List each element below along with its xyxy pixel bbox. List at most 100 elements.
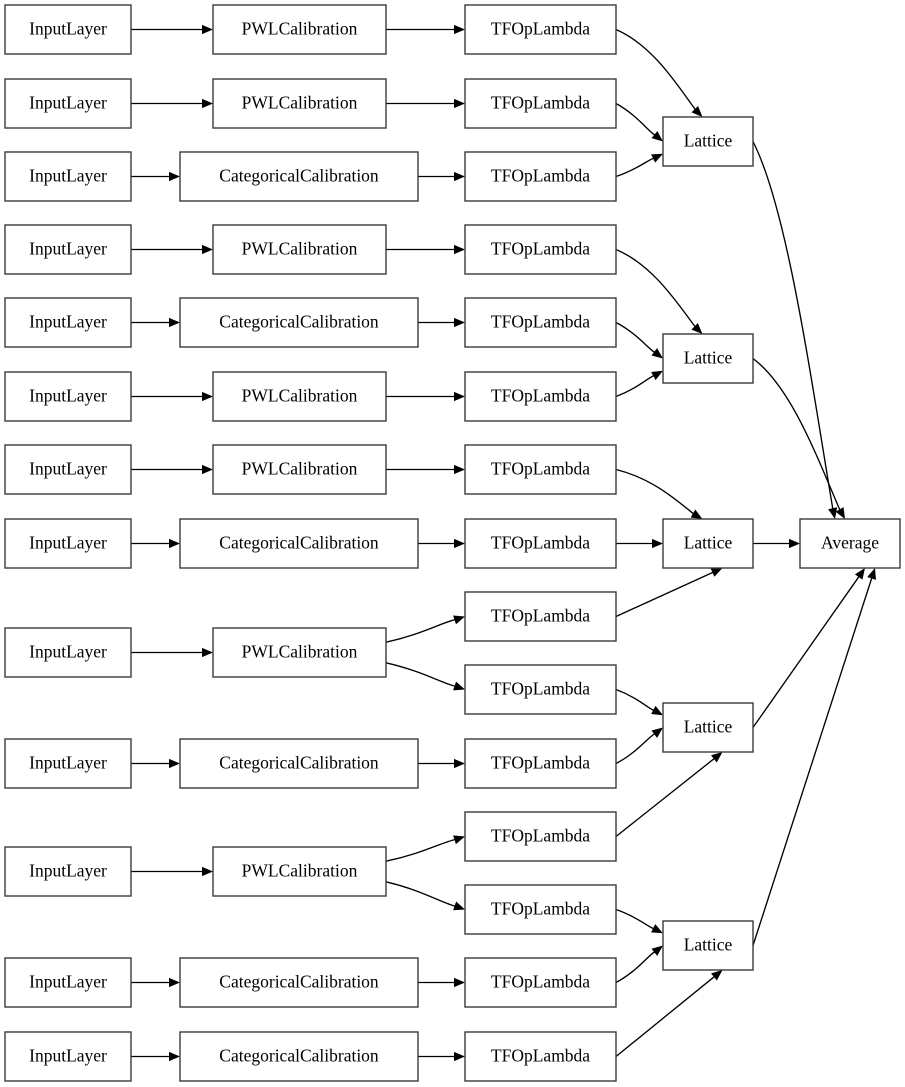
node-c11[interactable]: PWLCalibration — [212, 846, 387, 897]
edge-c11-to-t13 — [385, 881, 456, 907]
node-c9[interactable]: PWLCalibration — [212, 627, 387, 678]
arrowhead-in11-to-c11 — [202, 866, 213, 877]
node-in9[interactable]: InputLayer — [4, 627, 132, 678]
edge-t2-to-L1 — [615, 102, 656, 136]
node-t6[interactable]: TFOpLambda — [464, 371, 617, 422]
node-label-in7: InputLayer — [29, 459, 107, 479]
nodes-layer: InputLayerInputLayerInputLayerInputLayer… — [4, 4, 901, 1082]
arrowhead-L3-to-avg — [789, 538, 800, 549]
node-box-c12 — [179, 957, 419, 1008]
arrowhead-c1-to-t1 — [454, 24, 465, 35]
node-box-c13 — [179, 1031, 419, 1082]
node-c4[interactable]: PWLCalibration — [212, 224, 387, 275]
arrowhead-c6-to-t6 — [454, 391, 465, 402]
arrowhead-in7-to-c7 — [202, 464, 213, 475]
node-t5[interactable]: TFOpLambda — [464, 297, 617, 348]
node-in10[interactable]: InputLayer — [4, 738, 132, 789]
node-c2[interactable]: PWLCalibration — [212, 78, 387, 129]
node-t8[interactable]: TFOpLambda — [464, 518, 617, 569]
node-box-L4 — [662, 702, 754, 753]
node-c13[interactable]: CategoricalCalibration — [179, 1031, 419, 1082]
node-box-t9 — [464, 591, 617, 642]
node-c1[interactable]: PWLCalibration — [212, 4, 387, 55]
edge-t5-to-L2 — [615, 321, 656, 354]
node-avg[interactable]: Average — [799, 518, 901, 569]
node-in3[interactable]: InputLayer — [4, 151, 132, 202]
arrowhead-c3-to-t3 — [454, 171, 465, 182]
node-c6[interactable]: PWLCalibration — [212, 371, 387, 422]
node-label-t9: TFOpLambda — [491, 606, 590, 626]
node-label-in10: InputLayer — [29, 753, 107, 773]
arrowhead-t11-to-L4 — [651, 727, 663, 738]
node-box-t1 — [464, 4, 617, 55]
node-in8[interactable]: InputLayer — [4, 518, 132, 569]
node-L5[interactable]: Lattice — [662, 920, 754, 971]
arrowhead-in10-to-c10 — [169, 758, 180, 769]
node-box-in2 — [4, 78, 132, 129]
node-in12[interactable]: InputLayer — [4, 957, 132, 1008]
edges-layer — [131, 24, 876, 1062]
node-label-avg: Average — [821, 533, 879, 553]
node-box-L3 — [662, 518, 754, 569]
node-box-in5 — [4, 297, 132, 348]
edge-t15-to-L5 — [615, 975, 716, 1058]
edge-t9-to-L3 — [615, 571, 714, 618]
node-label-in9: InputLayer — [29, 642, 107, 662]
node-box-in7 — [4, 444, 132, 495]
arrowhead-c9-to-t10 — [453, 681, 465, 691]
node-c3[interactable]: CategoricalCalibration — [179, 151, 419, 202]
node-L4[interactable]: Lattice — [662, 702, 754, 753]
node-t10[interactable]: TFOpLambda — [464, 664, 617, 715]
node-in13[interactable]: InputLayer — [4, 1031, 132, 1082]
node-label-L3: Lattice — [684, 533, 733, 553]
node-c8[interactable]: CategoricalCalibration — [179, 518, 419, 569]
node-box-L1 — [662, 116, 754, 167]
edge-t7-to-L3 — [615, 468, 695, 515]
node-t9[interactable]: TFOpLambda — [464, 591, 617, 642]
arrowhead-c9-to-t9 — [453, 615, 465, 625]
node-t2[interactable]: TFOpLambda — [464, 78, 617, 129]
node-in1[interactable]: InputLayer — [4, 4, 132, 55]
node-in4[interactable]: InputLayer — [4, 224, 132, 275]
arrowhead-in4-to-c4 — [202, 244, 213, 255]
node-in11[interactable]: InputLayer — [4, 846, 132, 897]
node-L1[interactable]: Lattice — [662, 116, 754, 167]
node-c7[interactable]: PWLCalibration — [212, 444, 387, 495]
node-t12[interactable]: TFOpLambda — [464, 811, 617, 862]
node-L2[interactable]: Lattice — [662, 333, 754, 384]
node-label-t3: TFOpLambda — [491, 166, 590, 186]
node-label-c3: CategoricalCalibration — [219, 166, 379, 186]
node-c10[interactable]: CategoricalCalibration — [179, 738, 419, 789]
node-label-t12: TFOpLambda — [491, 826, 590, 846]
edge-t6-to-L2 — [615, 374, 655, 398]
node-label-c5: CategoricalCalibration — [219, 312, 379, 332]
edge-L4-to-avg — [752, 575, 860, 728]
arrowhead-t2-to-L1 — [651, 131, 663, 142]
node-t15[interactable]: TFOpLambda — [464, 1031, 617, 1082]
arrowhead-in8-to-c8 — [169, 538, 180, 549]
node-c5[interactable]: CategoricalCalibration — [179, 297, 419, 348]
edge-t13-to-L5 — [615, 908, 655, 930]
node-c12[interactable]: CategoricalCalibration — [179, 957, 419, 1008]
arrowhead-c5-to-t5 — [454, 317, 465, 328]
node-t3[interactable]: TFOpLambda — [464, 151, 617, 202]
node-t13[interactable]: TFOpLambda — [464, 884, 617, 935]
node-box-t14 — [464, 957, 617, 1008]
node-t11[interactable]: TFOpLambda — [464, 738, 617, 789]
node-box-c10 — [179, 738, 419, 789]
node-t1[interactable]: TFOpLambda — [464, 4, 617, 55]
node-label-t15: TFOpLambda — [491, 1046, 590, 1066]
node-t4[interactable]: TFOpLambda — [464, 224, 617, 275]
node-t14[interactable]: TFOpLambda — [464, 957, 617, 1008]
node-label-in6: InputLayer — [29, 386, 107, 406]
node-in5[interactable]: InputLayer — [4, 297, 132, 348]
edge-L1-to-avg — [752, 141, 834, 510]
node-in7[interactable]: InputLayer — [4, 444, 132, 495]
arrowhead-in6-to-c6 — [202, 391, 213, 402]
node-label-c12: CategoricalCalibration — [219, 972, 379, 992]
arrowhead-c12-to-t14 — [454, 977, 465, 988]
node-L3[interactable]: Lattice — [662, 518, 754, 569]
node-in2[interactable]: InputLayer — [4, 78, 132, 129]
node-in6[interactable]: InputLayer — [4, 371, 132, 422]
node-t7[interactable]: TFOpLambda — [464, 444, 617, 495]
